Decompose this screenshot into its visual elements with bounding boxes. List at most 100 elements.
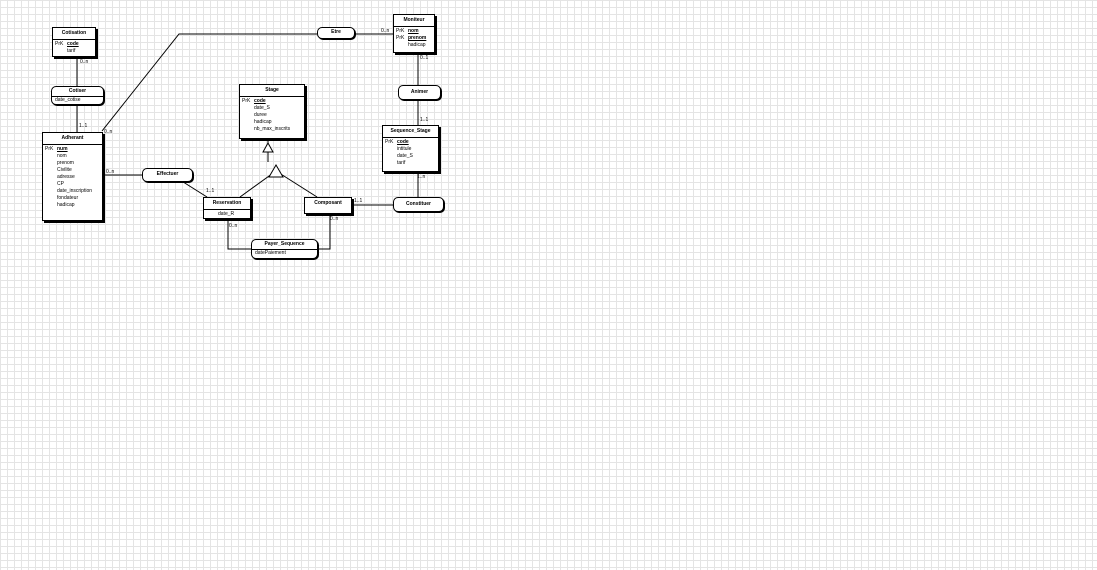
primary-key-marker [385, 153, 397, 160]
entity-adherant[interactable]: Adherant PrK num nom prenom Civilite adr… [42, 132, 103, 221]
attribute-name: prenom [57, 160, 74, 166]
association-constituer[interactable]: Constituer [393, 197, 444, 212]
association-title: Payer_Sequence [252, 240, 317, 250]
attribute-name: date_R [218, 211, 235, 217]
entity-sequence-stage[interactable]: Sequence_Stage PrK code intitule date_S … [382, 125, 439, 172]
attribute-name: fondateur [57, 195, 79, 201]
entity-reservation[interactable]: Reservation date_R [203, 197, 251, 219]
cardinality-label: 1..n [417, 174, 426, 180]
entity-attributes: PrK nom PrK prenom hadicap [394, 27, 434, 51]
attribute-row: PrK nom [396, 28, 432, 35]
primary-key-marker [396, 42, 408, 49]
cardinality-label: 0..n [381, 28, 390, 34]
attribute-name: tarif [67, 48, 76, 54]
cardinality-label: 0..n [106, 169, 115, 175]
entity-stage[interactable]: Stage PrK code date_S duree hadicap nb_m… [239, 84, 305, 139]
association-title: Effectuer [156, 171, 179, 177]
attribute-row: PrK code [385, 139, 436, 146]
link-reservation-payer [227, 219, 251, 250]
attribute-name: Civilite [57, 167, 72, 173]
attribute-name: prenom [408, 35, 427, 41]
primary-key-marker [45, 174, 57, 181]
primary-key-marker [385, 146, 397, 153]
attribute-row: CP [45, 181, 100, 188]
attribute-row: PrK num [45, 146, 100, 153]
primary-key-marker: PrK [396, 35, 405, 41]
attribute-row: hadicap [396, 42, 432, 49]
attribute-row: prenom [45, 160, 100, 167]
attribute-row: date_S [385, 153, 436, 160]
cardinality-label: 1..1 [420, 117, 429, 123]
association-title: Animer [410, 89, 429, 95]
attribute-name: hadicap [57, 202, 75, 208]
primary-key-marker [45, 167, 57, 174]
association-title: Cotiser [52, 87, 103, 97]
attribute-name: duree [254, 112, 267, 118]
cardinality-label: 1..1 [354, 198, 363, 204]
attribute-row: intitule [385, 146, 436, 153]
entity-attributes: date_R [204, 210, 250, 220]
attribute-name: tarif [397, 160, 406, 166]
primary-key-marker: PrK [45, 146, 54, 152]
attribute-name: code [254, 98, 266, 104]
attribute-row: fondateur [45, 195, 100, 202]
cardinality-label: 0..n [104, 129, 113, 135]
entity-title: Composant [314, 200, 342, 206]
association-attribute: datePaiement [255, 250, 286, 256]
attribute-name: code [397, 139, 409, 145]
attribute-name: nb_max_inscrits [254, 126, 291, 132]
entity-attributes: PrK num nom prenom Civilite adresse C [43, 145, 102, 211]
primary-key-marker [385, 160, 397, 167]
association-payer-sequence[interactable]: Payer_Sequence datePaiement [251, 239, 318, 259]
primary-key-marker [45, 181, 57, 188]
attribute-name: CP [57, 181, 64, 187]
entity-attributes: PrK code date_S duree hadicap nb_max_ins… [240, 97, 304, 135]
association-animer[interactable]: Animer [398, 85, 441, 100]
entity-attributes: PrK code intitule date_S tarif [383, 138, 438, 169]
entity-title: Adherant [43, 133, 102, 145]
entity-attributes: PrK code tarif [53, 40, 95, 57]
primary-key-marker [55, 48, 67, 55]
cardinality-label: 0..n [229, 223, 238, 229]
attribute-name: nom [57, 153, 67, 159]
attribute-name: date_inscription [57, 188, 93, 194]
primary-key-marker [45, 195, 57, 202]
association-etre[interactable]: Etre [317, 27, 355, 39]
entity-cotisation[interactable]: Cotisation PrK code tarif [52, 27, 96, 57]
cardinality-label: 0..1 [420, 55, 429, 61]
inheritance-line-composant [275, 170, 318, 198]
link-adherant-etre [101, 33, 317, 132]
attribute-row: date_S [242, 105, 302, 112]
entity-title: Stage [240, 85, 304, 97]
entity-title: Sequence_Stage [383, 126, 438, 138]
attribute-name: hadicap [408, 42, 426, 48]
attribute-name: code [67, 41, 79, 47]
primary-key-marker [45, 153, 57, 160]
attribute-row: nb_max_inscrits [242, 126, 302, 133]
attribute-name: intitule [397, 146, 412, 152]
attribute-name: date_S [254, 105, 270, 111]
primary-key-marker [242, 105, 254, 112]
association-attribute: date_cotise [55, 97, 81, 103]
association-title: Etre [331, 29, 341, 35]
primary-key-marker [242, 119, 254, 126]
link-composant-payer [318, 214, 331, 250]
primary-key-marker: PrK [396, 28, 405, 34]
primary-key-marker [242, 126, 254, 133]
link-effectuer-reservation [179, 179, 208, 198]
attribute-row: tarif [385, 160, 436, 167]
primary-key-marker [45, 160, 57, 167]
primary-key-marker [45, 188, 57, 195]
cardinality-label: 0..n [80, 59, 89, 65]
attribute-row: PrK prenom [396, 35, 432, 42]
primary-key-marker [206, 211, 218, 218]
attribute-row: tarif [55, 48, 93, 55]
association-effectuer[interactable]: Effectuer [142, 168, 193, 182]
entity-moniteur[interactable]: Moniteur PrK nom PrK prenom hadicap [393, 14, 435, 53]
entity-composant[interactable]: Composant [304, 197, 352, 214]
association-cotiser[interactable]: Cotiser date_cotise [51, 86, 104, 105]
primary-key-marker [242, 112, 254, 119]
attribute-name: num [57, 146, 68, 152]
